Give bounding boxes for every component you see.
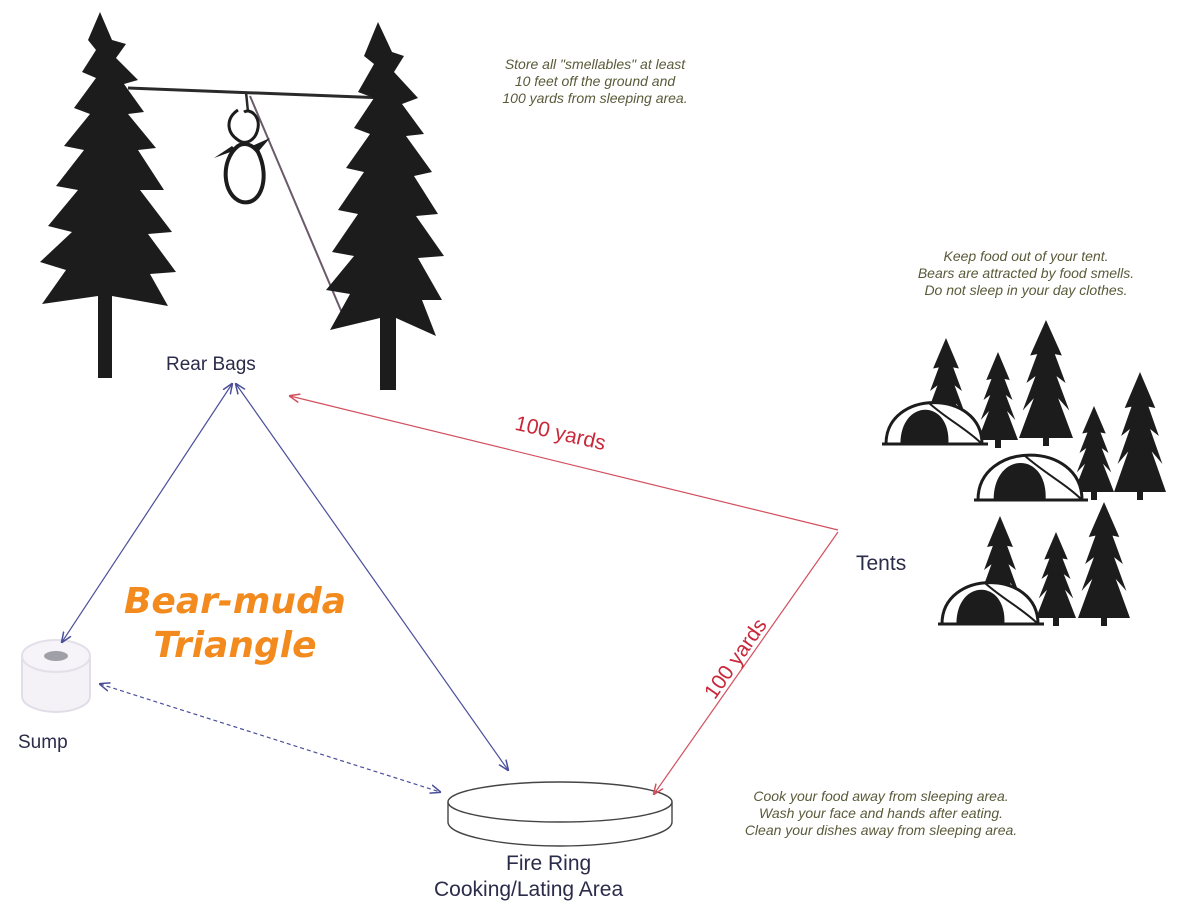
bags-note-line: Store all "smellables" at least xyxy=(440,56,750,73)
bags-note: Store all "smellables" at least 10 feet … xyxy=(440,56,750,107)
fire-note-line: Wash your face and hands after eating. xyxy=(676,805,1086,822)
diagram-title: Bear-muda Triangle xyxy=(110,580,360,668)
tent-icon xyxy=(882,320,1166,626)
tents-note-line: Bears are attracted by food smells. xyxy=(858,265,1194,282)
sump-label: Sump xyxy=(18,732,68,754)
bags-note-line: 100 yards from sleeping area. xyxy=(440,90,750,107)
bags-note-line: 10 feet off the ground and xyxy=(440,73,750,90)
title-line: Bear-muda xyxy=(110,580,360,624)
dome-tent-icon xyxy=(882,403,988,444)
fire-note-line: Cook your food away from sleeping area. xyxy=(676,788,1086,805)
small-pine-icon xyxy=(1114,372,1166,500)
tents-label: Tents xyxy=(856,552,906,576)
small-pine-icon xyxy=(1019,320,1073,446)
arrow-bags-to-tents xyxy=(290,396,838,530)
fire-ring-label: Fire Ring xyxy=(506,852,591,876)
title-line: Triangle xyxy=(110,624,360,668)
sump-icon xyxy=(22,640,90,712)
arrow-bags-to-fire xyxy=(236,384,508,770)
dome-tent-icon xyxy=(938,583,1044,624)
small-pine-icon xyxy=(1036,532,1076,626)
tents-note-line: Do not sleep in your day clothes. xyxy=(858,282,1194,299)
small-pine-icon xyxy=(978,352,1018,448)
cooking-area-label: Cooking/Lating Area xyxy=(434,878,623,902)
fire-ring-icon xyxy=(448,782,672,846)
tents-note: Keep food out of your tent. Bears are at… xyxy=(858,248,1194,299)
bear-bags-label: Rear Bags xyxy=(166,354,256,376)
dome-tent-icon xyxy=(974,455,1088,500)
small-pine-icon xyxy=(1078,502,1130,626)
fire-note-line: Clean your dishes away from sleeping are… xyxy=(676,822,1086,839)
pine-tree-icon xyxy=(40,12,176,378)
fire-note: Cook your food away from sleeping area. … xyxy=(676,788,1086,839)
tents-note-line: Keep food out of your tent. xyxy=(858,248,1194,265)
arrow-sump-to-fire xyxy=(100,684,440,792)
pine-tree-icon xyxy=(326,22,444,390)
